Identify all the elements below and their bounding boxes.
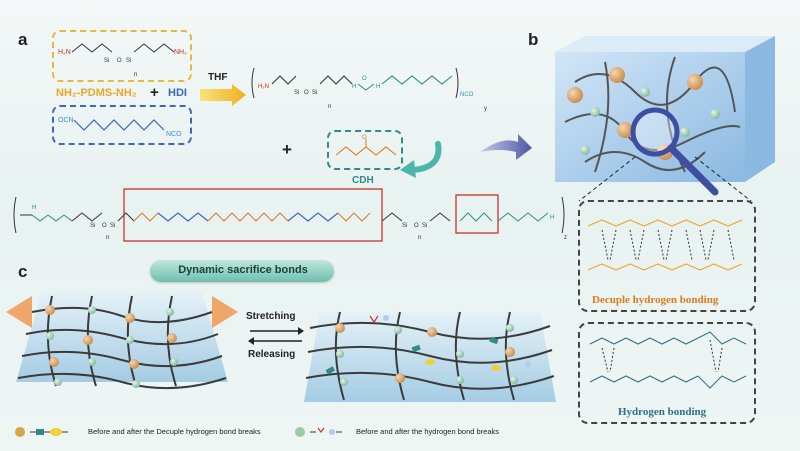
decuple-structure: [587, 219, 743, 271]
svg-text:NCO: NCO: [460, 92, 474, 98]
svg-text:H: H: [376, 84, 380, 90]
panel-label-a: a: [18, 30, 28, 49]
panel-label-c: c: [18, 262, 28, 281]
svg-text:O: O: [304, 90, 309, 96]
thf-label: THF: [208, 72, 228, 83]
pdms-label: NH₂-PDMS-NH₂: [56, 87, 137, 99]
panel-label-b: b: [528, 30, 539, 49]
network-before: [6, 292, 238, 390]
dynamic-bonds-banner: [150, 260, 334, 282]
pdms-structure: H₂N Si O Si NH₂ n: [58, 43, 187, 78]
stretching-label: Stretching: [246, 311, 296, 322]
legend-hbond-text: Before and after the hydrogen bond break…: [356, 427, 500, 436]
svg-text:Si: Si: [126, 58, 131, 64]
svg-text:Si: Si: [110, 223, 115, 229]
svg-text:H: H: [550, 215, 554, 221]
gel-cube: [555, 36, 775, 196]
cdh-structure: O: [335, 135, 397, 156]
svg-text:Si: Si: [402, 223, 407, 229]
svg-text:z: z: [564, 235, 567, 241]
decuple-box: [578, 200, 756, 312]
svg-text:H: H: [352, 84, 356, 90]
legend-icons-2: [295, 427, 342, 437]
pdms-nh2-right: NH₂: [174, 49, 187, 56]
hdi-structure: OCN NCO: [58, 117, 182, 138]
svg-text:Si: Si: [312, 90, 317, 96]
releasing-label: Releasing: [248, 349, 296, 360]
svg-text:O: O: [102, 223, 107, 229]
svg-text:NCO: NCO: [166, 131, 182, 138]
polymer-chain: H Si O Si n Si O Si n H z: [13, 188, 567, 242]
stretch-arrows: [248, 327, 304, 345]
decuple-label: Decuple hydrogen bonding: [592, 294, 719, 306]
svg-text:O: O: [414, 223, 419, 229]
hbond-label: Hydrogen bonding: [618, 406, 707, 418]
plus-sign: +: [150, 84, 159, 101]
zoom-lines: [578, 156, 752, 202]
prepolymer-structure: H₂N Si O Si H O H NCO y n: [251, 67, 487, 112]
legend-icons-1: [15, 427, 68, 437]
pdms-nh2-left: H₂N: [58, 49, 71, 56]
legend-decuple-text: Before and after the Decuple hydrogen bo…: [88, 427, 261, 436]
svg-text:y: y: [484, 106, 487, 112]
to-b-arrow: [480, 134, 532, 160]
pdms-box: [52, 30, 192, 82]
svg-text:H₂N: H₂N: [258, 84, 269, 90]
svg-text:O: O: [362, 76, 367, 82]
svg-text:Si: Si: [104, 58, 109, 64]
hbond-box: [578, 322, 756, 424]
thf-arrow: [200, 84, 246, 106]
cdh-label: CDH: [352, 175, 374, 186]
svg-text:O: O: [117, 58, 122, 64]
svg-text:O: O: [362, 135, 367, 141]
hdi-box: [52, 105, 192, 145]
svg-text:H: H: [32, 205, 36, 211]
hbond-structure: [589, 331, 747, 389]
svg-text:OCN: OCN: [58, 117, 74, 124]
cdh-arrow: [400, 141, 442, 178]
svg-text:n: n: [106, 235, 109, 241]
svg-text:n: n: [418, 235, 421, 241]
svg-text:n: n: [328, 104, 331, 110]
svg-text:Si: Si: [90, 223, 95, 229]
network-after: [304, 311, 556, 402]
svg-text:Si: Si: [294, 90, 299, 96]
svg-text:n: n: [134, 72, 137, 78]
dynamic-bonds-label: Dynamic sacrifice bonds: [178, 264, 308, 276]
cdh-box: [327, 130, 403, 170]
svg-text:Si: Si: [422, 223, 427, 229]
plus-sign-2: +: [282, 140, 292, 159]
hdi-label: HDI: [168, 87, 187, 99]
